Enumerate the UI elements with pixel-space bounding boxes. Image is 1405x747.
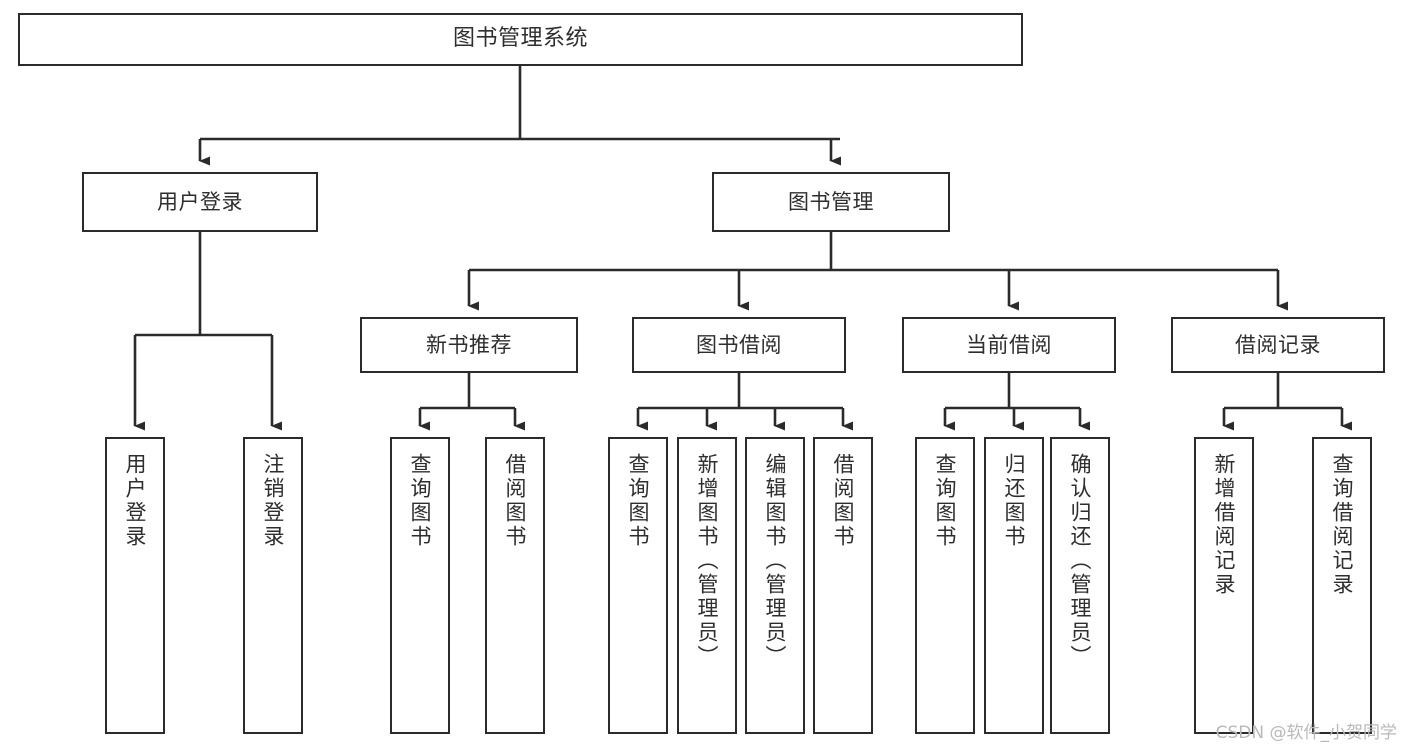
node-label: 当前借阅 xyxy=(966,332,1052,357)
leaf-current-confirm-return-admin[interactable]: 确认归还（管理员） xyxy=(1050,437,1110,734)
node-label: 借阅图书 xyxy=(503,453,528,549)
node-borrow-record[interactable]: 借阅记录 xyxy=(1171,317,1385,373)
node-book-management[interactable]: 图书管理 xyxy=(712,172,950,232)
node-label: 查询图书 xyxy=(933,453,958,549)
node-label: 归还图书 xyxy=(1002,453,1027,549)
node-root-system[interactable]: 图书管理系统 xyxy=(18,13,1023,66)
node-current-borrow[interactable]: 当前借阅 xyxy=(902,317,1116,373)
node-label: 用户登录 xyxy=(123,453,148,549)
node-label: 编辑图书（管理员） xyxy=(763,453,788,669)
node-label: 借阅图书 xyxy=(831,453,856,549)
watermark: CSDN @软件_小贺同学 xyxy=(1215,723,1397,743)
node-label: 新增借阅记录 xyxy=(1212,453,1237,597)
leaf-user-logout[interactable]: 注销登录 xyxy=(243,437,303,734)
leaf-user-login[interactable]: 用户登录 xyxy=(105,437,165,734)
node-label: 图书管理 xyxy=(788,189,874,214)
node-label: 用户登录 xyxy=(157,189,243,214)
node-label: 图书管理系统 xyxy=(452,26,588,52)
leaf-borrow-edit-book-admin[interactable]: 编辑图书（管理员） xyxy=(745,437,805,734)
node-label: 图书借阅 xyxy=(696,332,782,357)
node-label: 查询图书 xyxy=(626,453,651,549)
node-new-book-recommend[interactable]: 新书推荐 xyxy=(360,317,578,373)
node-label: 借阅记录 xyxy=(1235,332,1321,357)
node-label: 新增图书（管理员） xyxy=(695,453,720,669)
node-label: 新书推荐 xyxy=(426,332,512,357)
node-label: 确认归还（管理员） xyxy=(1068,453,1093,669)
leaf-newbook-query-book[interactable]: 查询图书 xyxy=(390,437,450,734)
node-label: 注销登录 xyxy=(261,453,286,549)
leaf-record-add-record[interactable]: 新增借阅记录 xyxy=(1194,437,1254,734)
leaf-current-return-book[interactable]: 归还图书 xyxy=(984,437,1044,734)
leaf-newbook-borrow-book[interactable]: 借阅图书 xyxy=(485,437,545,734)
node-label: 查询图书 xyxy=(408,453,433,549)
leaf-borrow-add-book-admin[interactable]: 新增图书（管理员） xyxy=(677,437,737,734)
leaf-record-query-record[interactable]: 查询借阅记录 xyxy=(1312,437,1372,734)
node-label: 查询借阅记录 xyxy=(1330,453,1355,597)
leaf-borrow-borrow-book[interactable]: 借阅图书 xyxy=(813,437,873,734)
node-book-borrow[interactable]: 图书借阅 xyxy=(632,317,846,373)
leaf-borrow-query-book[interactable]: 查询图书 xyxy=(608,437,668,734)
leaf-current-query-book[interactable]: 查询图书 xyxy=(915,437,975,734)
node-user-login[interactable]: 用户登录 xyxy=(82,172,318,232)
